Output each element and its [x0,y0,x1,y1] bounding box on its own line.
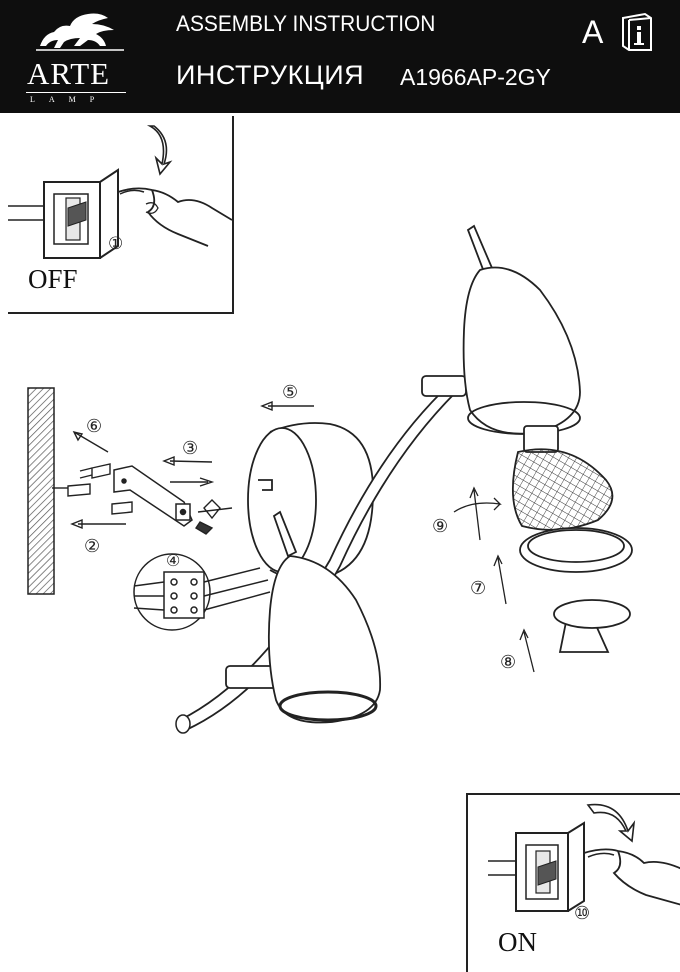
title-english: ASSEMBLY INSTRUCTION [176,11,436,36]
title-russian: ИНСТРУКЦИЯ [176,60,365,90]
wall-section [27,387,55,595]
wall-switch-on-illustration [488,803,680,912]
switch-on-panel: ⑩ ON [466,793,680,972]
exploded-assembly-diagram: ⑥ ③ ⑤ ② ④ ⑨ ⑦ ⑧ [27,224,633,734]
switch-off-panel: ① OFF [8,116,234,314]
direction-arrows [70,400,314,530]
step-6-marker: ⑥ [86,416,102,436]
language-letter: A [582,14,604,50]
mounting-bracket [113,465,193,527]
off-label: OFF [28,264,78,294]
step-8-marker: ⑧ [500,652,516,672]
step-3-marker: ③ [182,438,198,458]
header-bar: ARTE LAMP ASSEMBLY INSTRUCTION ИНСТРУКЦИ… [0,0,680,113]
info-book-icon [622,12,652,51]
brand-logo-subtext: LAMP [30,95,109,104]
step-2-marker: ② [84,536,100,556]
bulb-arrows [453,486,535,673]
upper-lamp-head [421,224,581,435]
ceiling-canopy [247,422,374,580]
step-1-marker: ① [108,234,124,254]
step-7-marker: ⑦ [470,578,486,598]
terminal-block-detail [133,553,271,631]
step-5-marker: ⑤ [282,382,298,402]
lower-lamp-head [225,510,382,724]
step-9-marker: ⑨ [432,516,448,536]
dowels-and-screws [52,463,233,535]
model-number: A1966AP-2GY [400,64,551,90]
griffin-logo-icon [36,13,124,51]
brand-logo-text: ARTE [27,56,111,91]
wall-switch-off-illustration [8,125,232,259]
step-4-marker: ④ [166,553,180,570]
bulb-and-accessories [511,425,633,653]
logo-divider [26,92,126,93]
on-label: ON [498,927,537,957]
step-10-marker: ⑩ [574,903,591,924]
